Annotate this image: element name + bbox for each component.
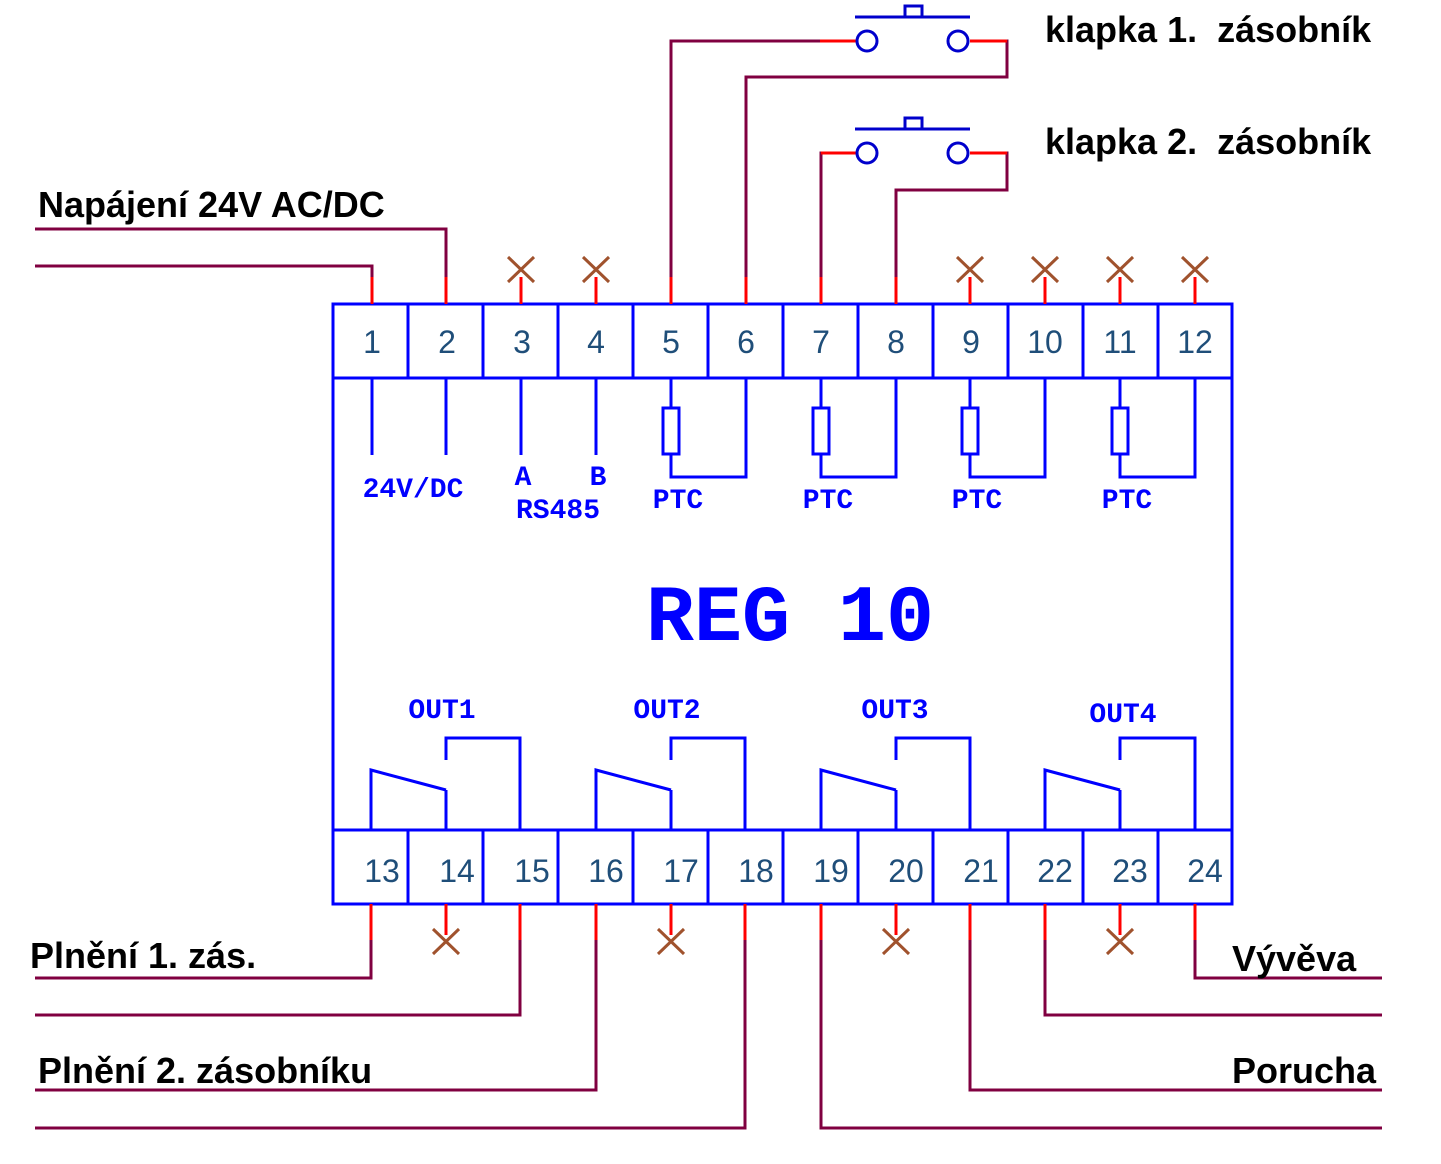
unused-x-12 (1180, 255, 1210, 284)
flap1-label: klapka 1. zásobník (1045, 9, 1372, 50)
terminal-11: 11 (1103, 324, 1136, 360)
terminal-10: 10 (1027, 324, 1063, 360)
fault-label: Porucha (1232, 1050, 1377, 1091)
unused-x-10 (1030, 255, 1060, 284)
wire-power-2 (35, 227, 448, 277)
unused-x-9 (955, 255, 985, 284)
relay-out3: OUT3 (819, 696, 972, 830)
wire-fill2-a (35, 940, 598, 1092)
ptc-input-2: PTC (803, 378, 898, 517)
ptc-label-2: PTC (803, 486, 854, 517)
ptc-input-3: PTC (952, 378, 1047, 517)
ptc-label-4: PTC (1102, 486, 1153, 517)
wire-vacuum-a (1193, 940, 1382, 980)
top-wires (35, 39, 1009, 277)
wire-power-1 (35, 264, 374, 277)
wire-fill2-b (35, 940, 747, 1130)
terminal-4: 4 (587, 324, 605, 360)
top-stubs (370, 277, 1197, 304)
device-body (331, 302, 1234, 906)
relay-out2: OUT2 (594, 696, 747, 830)
fill2-label: Plnění 2. zásobníku (38, 1050, 372, 1091)
flap-switch-2 (821, 116, 1007, 165)
top-terminal-block: 1 2 3 4 5 6 7 8 9 10 11 12 (331, 302, 1234, 380)
unused-x-17 (656, 927, 686, 956)
terminal-24: 24 (1187, 853, 1223, 889)
fill1-label: Plnění 1. zás. (30, 935, 256, 976)
bottom-stubs (369, 904, 1197, 940)
out3-label: OUT3 (861, 696, 928, 727)
unused-terminal-marks-bottom (431, 927, 1135, 956)
terminal-16: 16 (588, 853, 624, 889)
rs485-label: RS485 (516, 496, 600, 527)
terminal-3: 3 (513, 324, 531, 360)
wire-fill1-a (35, 940, 373, 980)
vacuum-label: Vývěva (1232, 938, 1357, 979)
out4-label: OUT4 (1089, 700, 1156, 731)
flap-switch-1 (820, 4, 1007, 53)
ptc-label-1: PTC (653, 486, 704, 517)
terminal-13: 13 (364, 853, 400, 889)
terminal-6: 6 (737, 324, 755, 360)
wire-flap2-a (819, 151, 840, 277)
wire-fill1-b (35, 940, 522, 1017)
bottom-terminal-block: 13 14 15 16 17 18 19 20 21 22 23 24 (331, 828, 1234, 906)
rs485-a-label: A (515, 463, 532, 494)
unused-x-14 (431, 927, 461, 956)
unused-x-4 (581, 255, 611, 284)
terminal-1: 1 (363, 324, 381, 360)
ptc-resistor-2 (811, 406, 831, 456)
flap2-label: klapka 2. zásobník (1045, 121, 1372, 162)
terminal-7: 7 (812, 324, 830, 360)
out1-label: OUT1 (408, 696, 475, 727)
supply-label: 24V/DC (363, 475, 464, 506)
ptc-input-4: PTC (1102, 378, 1197, 517)
device-title: REG 10 (646, 574, 934, 665)
unused-x-20 (881, 927, 911, 956)
ptc-resistor-4 (1110, 406, 1130, 456)
ptc-resistor-1 (661, 406, 681, 456)
terminal-17: 17 (663, 853, 699, 889)
rs485-b-label: B (590, 463, 607, 494)
terminal-21: 21 (963, 853, 999, 889)
unused-x-23 (1105, 927, 1135, 956)
unused-terminal-marks-top (506, 255, 1210, 284)
wire-fault-b (819, 940, 1382, 1130)
unused-x-3 (506, 255, 536, 284)
terminal-14: 14 (439, 853, 475, 889)
terminal-8: 8 (887, 324, 905, 360)
terminal-2: 2 (438, 324, 456, 360)
terminal-23: 23 (1112, 853, 1148, 889)
wire-vacuum-b (1043, 940, 1382, 1017)
terminal-18: 18 (738, 853, 774, 889)
relay-out4: OUT4 (1043, 700, 1197, 830)
relay-out1: OUT1 (369, 696, 522, 830)
out2-label: OUT2 (633, 696, 700, 727)
bottom-wires (35, 940, 1382, 1130)
terminal-5: 5 (662, 324, 680, 360)
ptc-label-3: PTC (952, 486, 1003, 517)
wire-fault-a (968, 940, 1382, 1092)
terminal-9: 9 (962, 324, 980, 360)
terminal-12: 12 (1177, 324, 1213, 360)
wire-flap2-b (894, 151, 1009, 277)
terminal-15: 15 (514, 853, 550, 889)
terminal-20: 20 (888, 853, 924, 889)
terminal-19: 19 (813, 853, 849, 889)
terminal-22: 22 (1037, 853, 1073, 889)
internal-supply-rs485: 24V/DC A B RS485 (363, 378, 607, 527)
ptc-resistor-3 (960, 406, 980, 456)
unused-x-11 (1105, 255, 1135, 284)
ptc-input-1: PTC (653, 378, 748, 517)
power-label: Napájení 24V AC/DC (38, 184, 385, 225)
wire-flap1-a (669, 39, 820, 277)
